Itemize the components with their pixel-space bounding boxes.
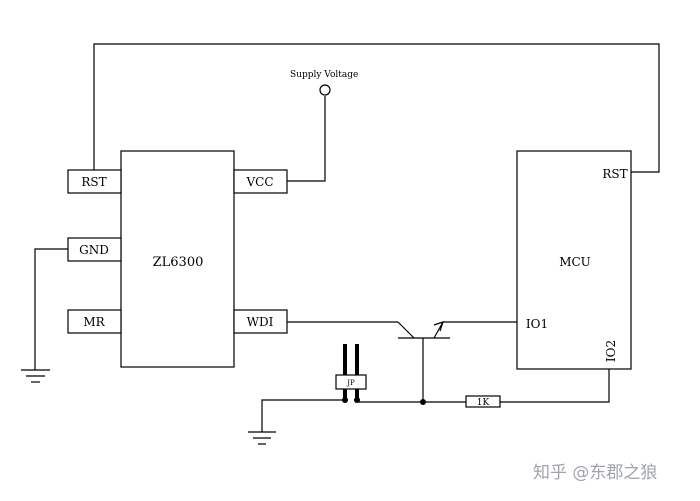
- gnd-wire: [34, 248, 68, 370]
- mcu-body: [516, 150, 632, 370]
- resistor-label: 1K: [477, 398, 490, 408]
- mcu-io2-pin-label: IO2: [604, 340, 618, 362]
- transistor-arrow: [433, 321, 444, 332]
- zl6300-gnd-pin-label: GND: [79, 243, 109, 257]
- jumper-header-body: [335, 374, 367, 390]
- zl6300-mr-pin-label: MR: [83, 315, 105, 329]
- mcu-io1-pin-label: IO1: [526, 317, 548, 331]
- zl6300-vcc-pin-label: VCC: [245, 175, 273, 189]
- zl6300-chip-body: [120, 150, 235, 368]
- transistor-lead-left: [397, 321, 415, 339]
- jumper-solder-dot-left: [342, 397, 348, 403]
- watermark-text: 知乎 @东郡之狼: [533, 463, 657, 483]
- jumper-label: JP: [346, 379, 355, 387]
- zl6300-rst-pin-label: RST: [81, 175, 106, 189]
- resistor-to-io2-wire: [500, 369, 610, 403]
- zl6300-chip-name: ZL6300: [153, 255, 204, 270]
- jumper-to-ground-wire: [261, 399, 345, 432]
- rst-loop-wire: [93, 43, 660, 173]
- mcu-rst-pin-label: RST: [602, 167, 627, 181]
- jumper-solder-dot-right: [354, 397, 360, 403]
- supply-voltage-label: Supply Voltage: [290, 70, 358, 80]
- mcu-name: MCU: [559, 255, 591, 269]
- supply-voltage-terminal: [319, 84, 331, 96]
- zl6300-wdi-pin-label: WDI: [247, 315, 274, 329]
- zl6300-mr-pin-box: [67, 309, 122, 334]
- supply-voltage-wire: [287, 96, 326, 182]
- junction-dot: [420, 399, 426, 405]
